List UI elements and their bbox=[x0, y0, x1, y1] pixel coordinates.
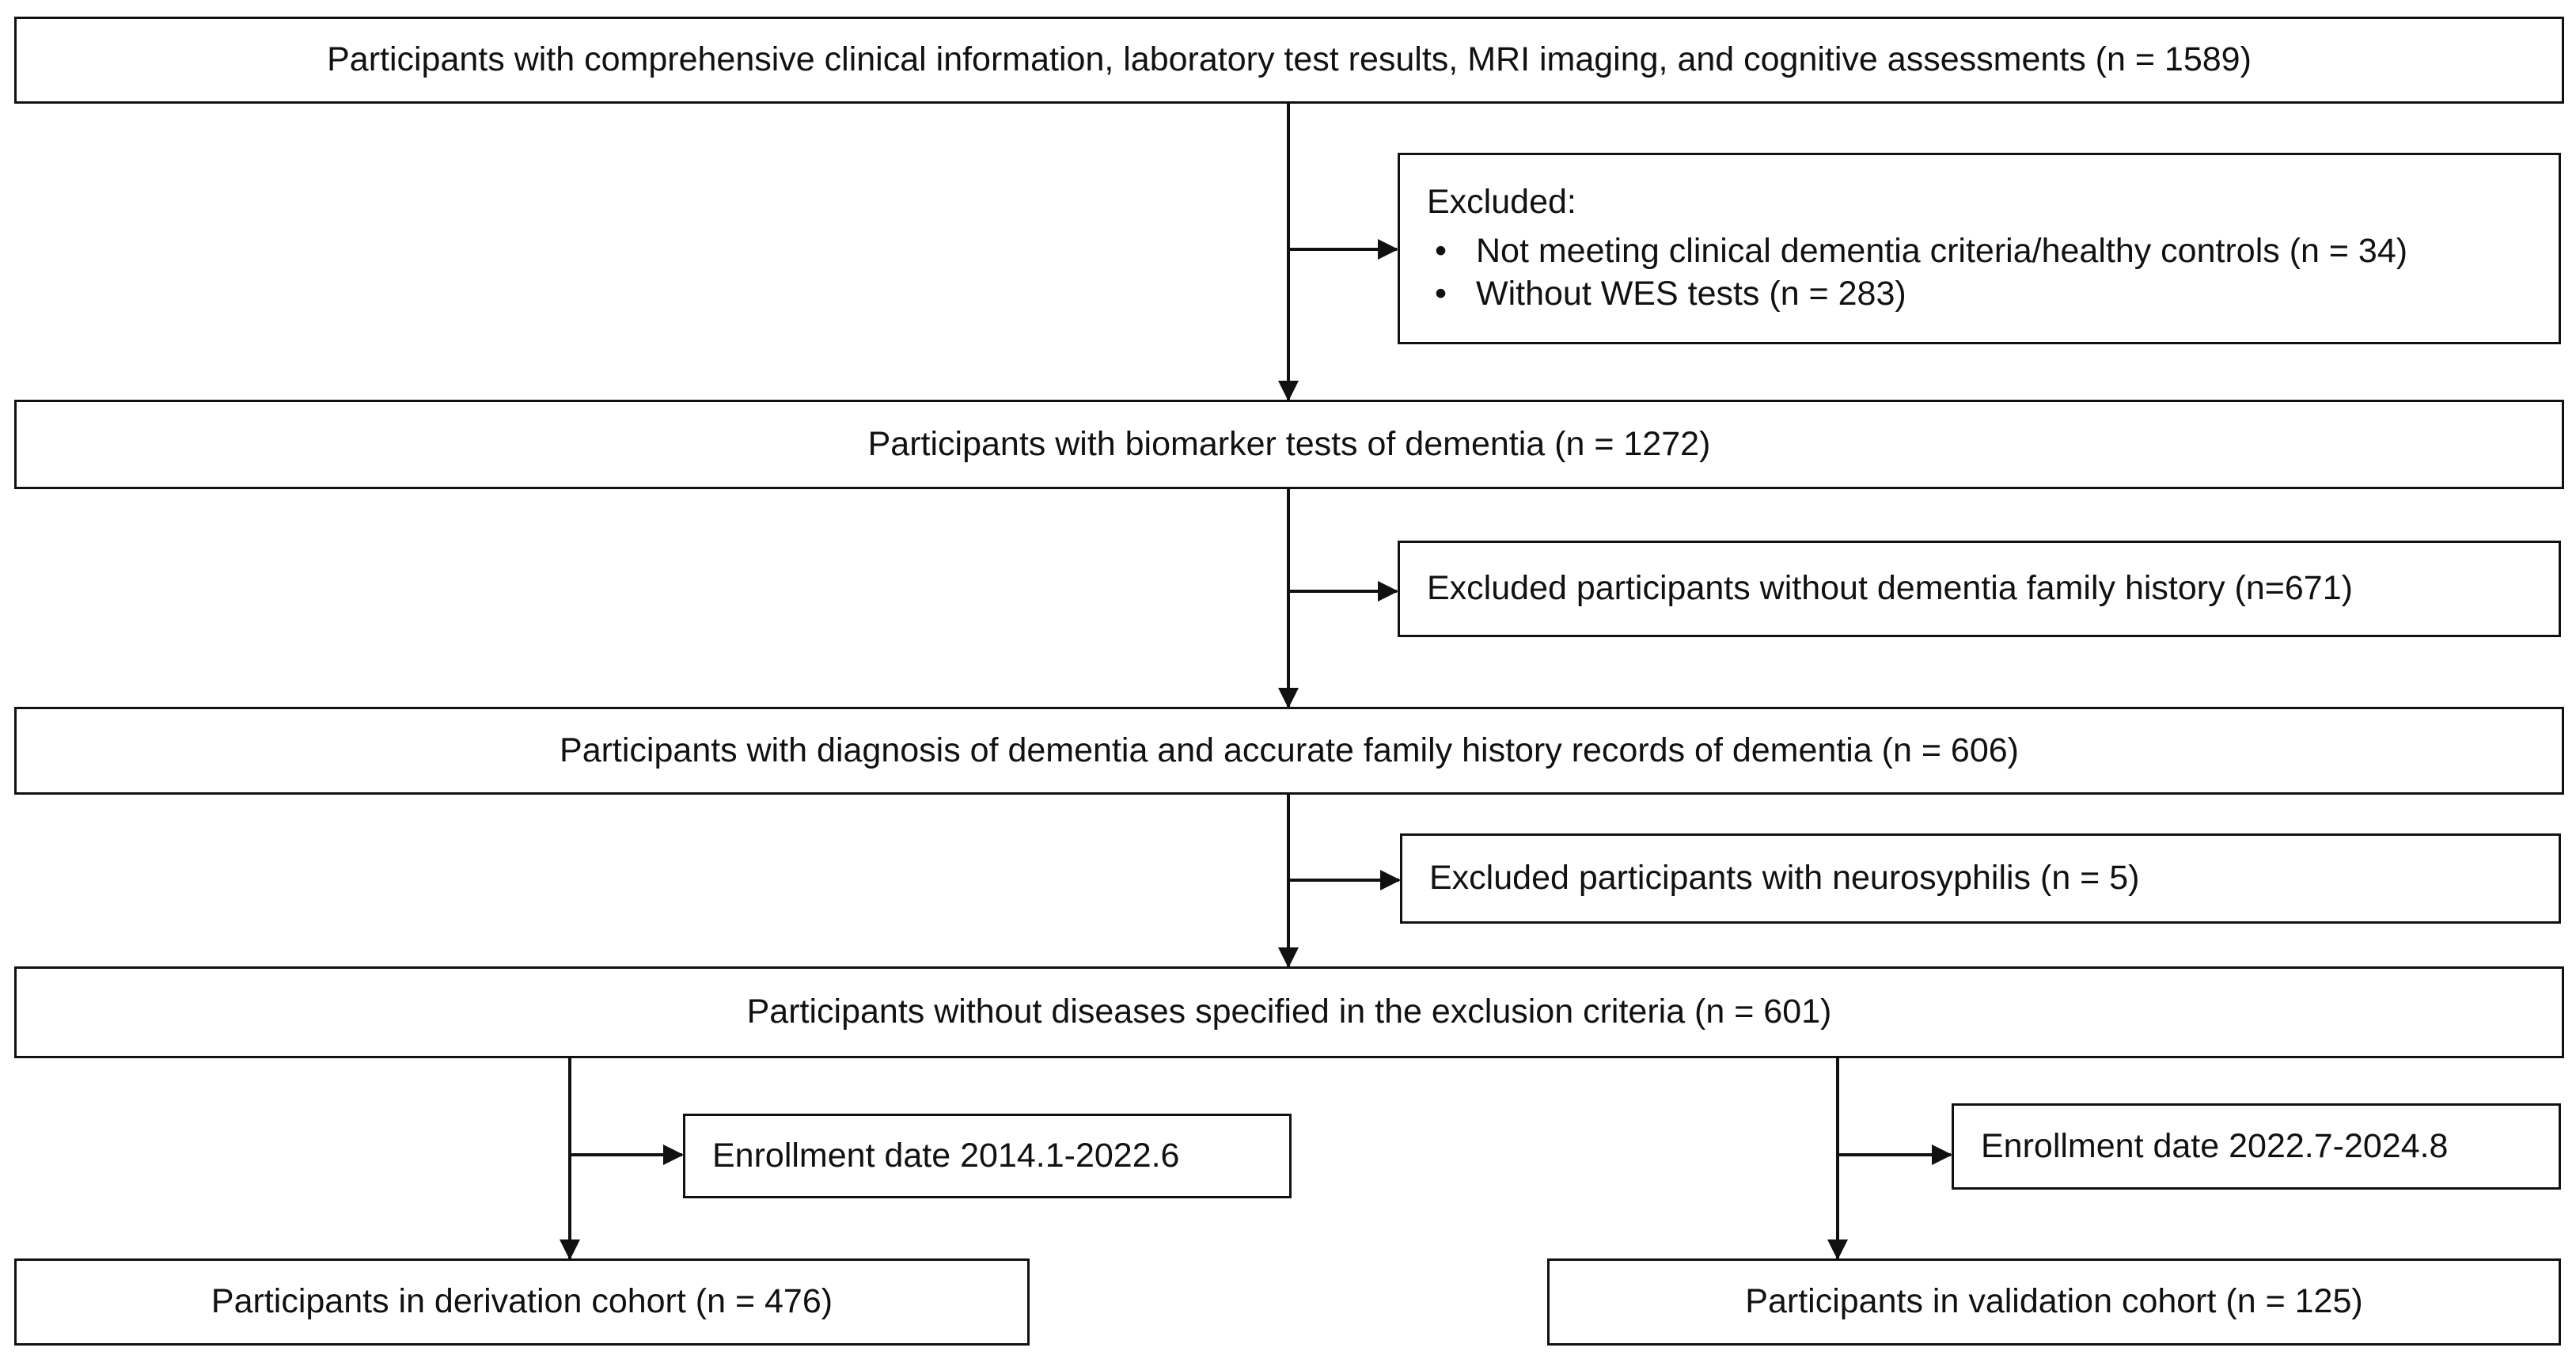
exclusion2-box: Excluded participants without dementia f… bbox=[1398, 541, 2561, 637]
exclusion3-text: Excluded participants with neurosyphilis… bbox=[1429, 859, 2140, 898]
left-enrollment-note-box: Enrollment date 2014.1-2022.6 bbox=[683, 1114, 1292, 1198]
step1-box: Participants with comprehensive clinical… bbox=[14, 17, 2564, 104]
right-enrollment-note-text: Enrollment date 2022.7-2024.8 bbox=[1981, 1126, 2449, 1165]
step1-text: Participants with comprehensive clinical… bbox=[327, 40, 2252, 79]
step4-text: Participants without diseases specified … bbox=[746, 993, 1832, 1031]
exclusion1-list: Not meeting clinical dementia criteria/h… bbox=[1427, 230, 2559, 316]
step3-text: Participants with diagnosis of dementia … bbox=[560, 731, 2019, 769]
step3-box: Participants with diagnosis of dementia … bbox=[14, 707, 2564, 795]
derivation-cohort-text: Participants in derivation cohort (n = 4… bbox=[211, 1282, 833, 1321]
exclusion3-box: Excluded participants with neurosyphilis… bbox=[1400, 833, 2561, 924]
exclusion2-text: Excluded participants without dementia f… bbox=[1427, 569, 2353, 608]
left-enrollment-note-text: Enrollment date 2014.1-2022.6 bbox=[712, 1136, 1180, 1175]
validation-cohort-box: Participants in validation cohort (n = 1… bbox=[1547, 1258, 2561, 1346]
exclusion1-item: Not meeting clinical dementia criteria/h… bbox=[1427, 230, 2559, 273]
exclusion1-item: Without WES tests (n = 283) bbox=[1427, 273, 2559, 316]
exclusion1-box: Excluded: Not meeting clinical dementia … bbox=[1398, 153, 2561, 344]
step2-text: Participants with biomarker tests of dem… bbox=[867, 424, 1711, 463]
validation-cohort-text: Participants in validation cohort (n = 1… bbox=[1745, 1282, 2363, 1321]
exclusion1-heading: Excluded: bbox=[1427, 183, 1576, 222]
derivation-cohort-box: Participants in derivation cohort (n = 4… bbox=[14, 1258, 1030, 1346]
right-enrollment-note-box: Enrollment date 2022.7-2024.8 bbox=[1952, 1103, 2561, 1190]
step2-box: Participants with biomarker tests of dem… bbox=[14, 400, 2564, 489]
step4-box: Participants without diseases specified … bbox=[14, 966, 2564, 1058]
